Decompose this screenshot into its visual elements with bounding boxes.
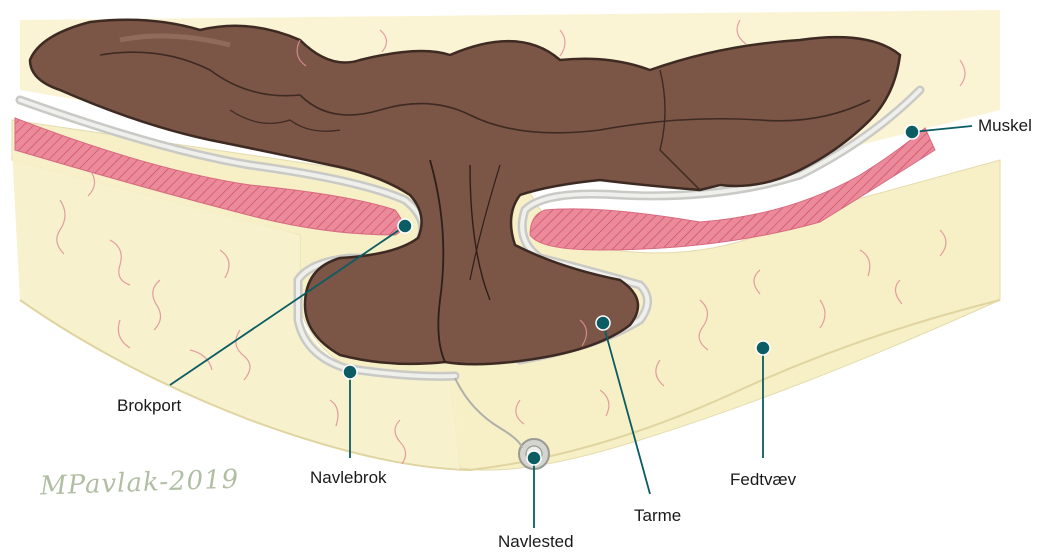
leader-dot-icon (756, 341, 770, 355)
leader-dot-icon (343, 365, 357, 379)
leader-dot-icon (596, 316, 610, 330)
label-muskel: Muskel (978, 116, 1032, 136)
label-fedtvaev: Fedtvæv (730, 470, 796, 490)
label-tarme: Tarme (634, 506, 681, 526)
label-navlested: Navlested (498, 532, 574, 552)
label-brokport: Brokport (117, 396, 181, 416)
label-navlebrok: Navlebrok (310, 468, 387, 488)
leader-dot-icon (398, 219, 412, 233)
leader-dot-icon (905, 125, 919, 139)
leader-dot-icon (527, 451, 541, 465)
